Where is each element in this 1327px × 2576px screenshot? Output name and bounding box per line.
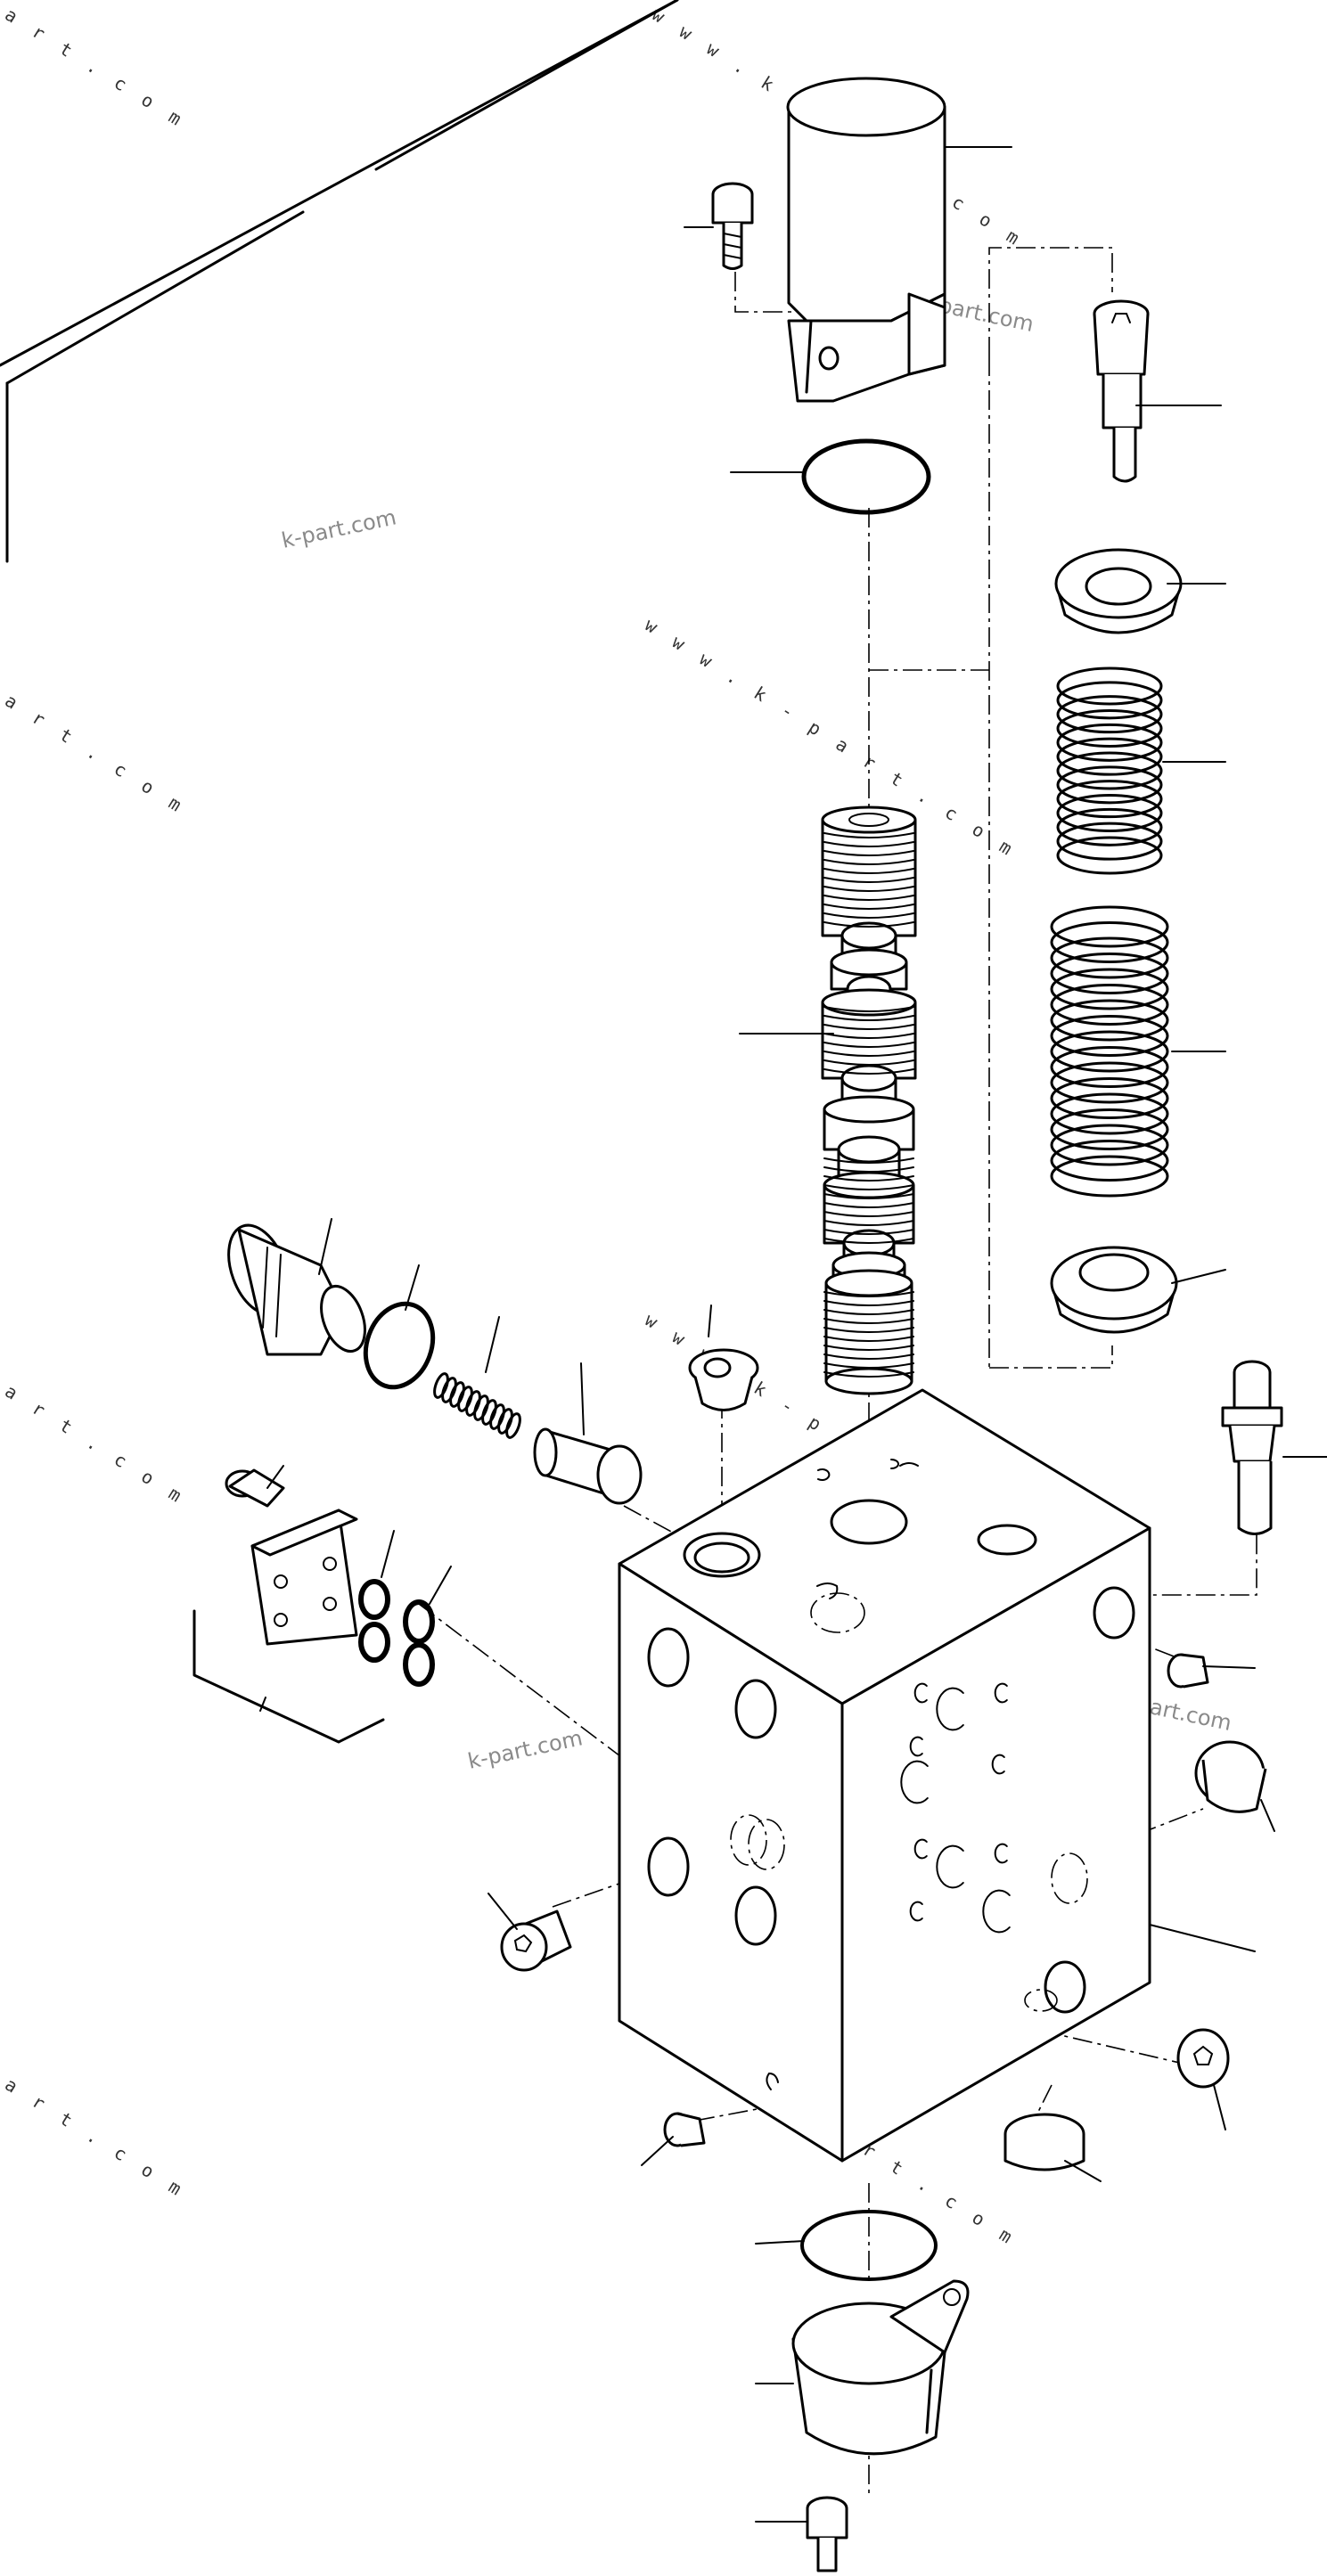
plug-left (227, 1223, 366, 1356)
valve-spool (821, 806, 917, 1395)
hidden-ports (730, 1592, 1088, 2012)
plunger-pin (1093, 299, 1150, 483)
watermark-edge-2: a r t . c o m (1, 690, 190, 819)
valve-block (618, 1388, 1151, 2163)
spring-large (1050, 905, 1169, 1198)
spring-seat-upper (1054, 548, 1183, 634)
plug-right-lower (1176, 2028, 1230, 2089)
o-ring-left (363, 1301, 436, 1390)
spring-small (1056, 666, 1163, 875)
group-bracket (192, 1609, 385, 1744)
plug-bottom-right (1003, 2113, 1085, 2171)
plug-front-left (500, 1910, 572, 1972)
watermark-edge-4: a r t . c o m (1, 2073, 190, 2203)
watermark-edge-1: a r t . c o m (1, 4, 190, 133)
relief-cartridge (1221, 1360, 1283, 1535)
plug-right-large (1194, 1740, 1267, 1813)
plug-bottom-left (663, 2112, 706, 2147)
watermark-edge-3: a r t . c o m (1, 1380, 190, 1509)
check-poppet (533, 1427, 643, 1505)
spring-mini (433, 1372, 521, 1439)
plug-top (688, 1348, 759, 1411)
border-frame (0, 0, 679, 563)
o-ring-top (801, 438, 931, 515)
plug-right-small (1167, 1653, 1209, 1689)
o-rings-small (358, 1579, 435, 1687)
cap-screw-top (711, 182, 754, 270)
solenoid-housing (786, 77, 946, 403)
leader-lines (259, 146, 1327, 2523)
watermark-brand-4: k-part.com (465, 1725, 585, 1774)
cap-screw-left (225, 1468, 285, 1508)
spring-seat-lower (1050, 1246, 1178, 1334)
bottom-housing (791, 2279, 970, 2456)
watermark-brand-2: k-part.com (279, 504, 398, 553)
cover-plate (250, 1509, 358, 1646)
o-ring-bottom (800, 2210, 938, 2281)
cap-screw-bottom (806, 2496, 848, 2572)
